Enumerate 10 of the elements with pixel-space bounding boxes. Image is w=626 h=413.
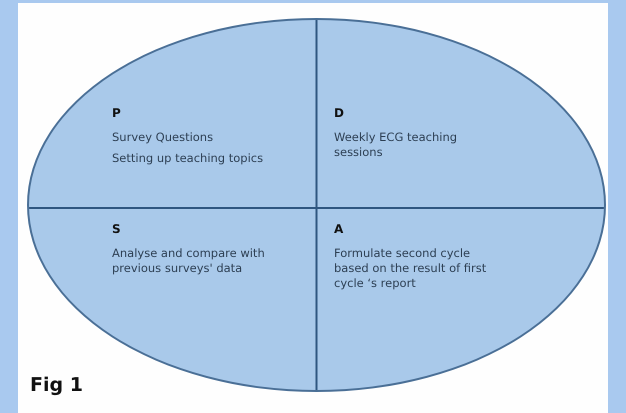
quadrant-letter: P [112,106,122,120]
quadrant-letter: S [112,222,122,236]
quadrant-text: Analyse and compare with previous surveys' data [112,246,266,276]
quadrant-letter: D [334,106,345,120]
quadrant-text: Weekly ECG teaching sessions [334,130,458,160]
figure-caption: Fig 1 [30,374,83,396]
quadrant-letter: A [334,222,344,236]
quadrant-text: Formulate second cycle based on the result of first cycle ‘s report [334,246,488,291]
quadrant-text: Survey Questions [112,130,214,145]
quadrant-text: Setting up teaching topics [112,151,264,166]
